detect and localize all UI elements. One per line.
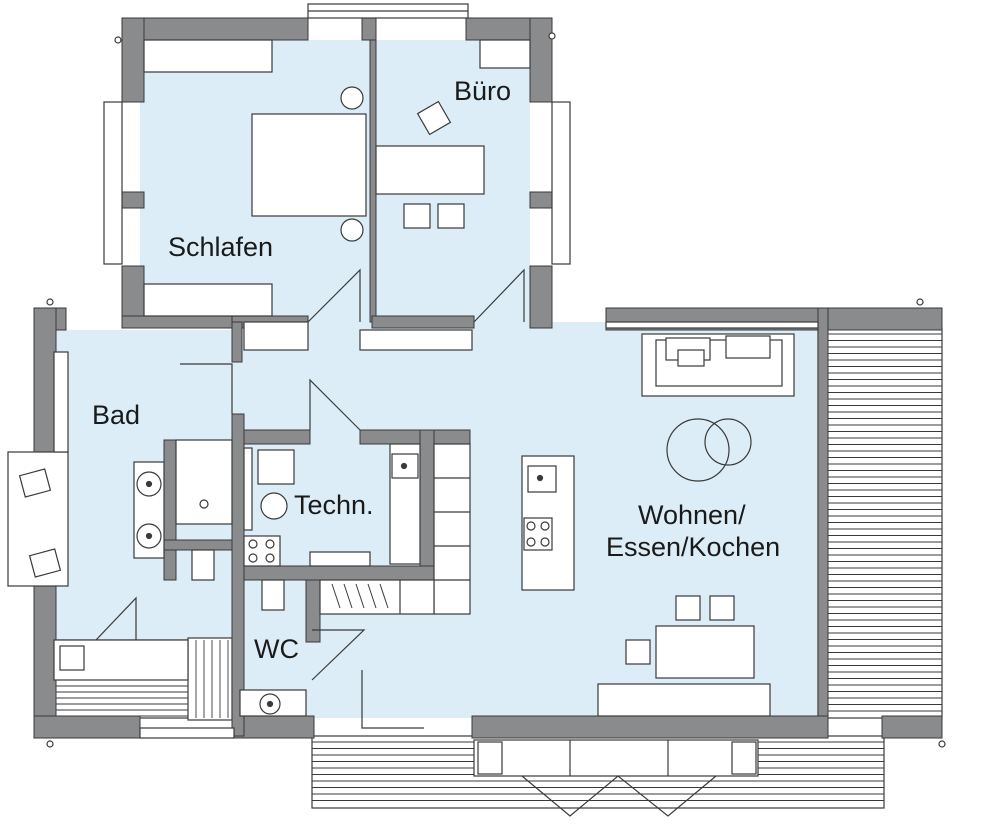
bad-cabinet — [53, 351, 69, 453]
room-labels: Schlafen Büro Bad Techn. WC Wohnen/ Esse… — [92, 76, 780, 664]
bed — [251, 113, 367, 217]
furniture — [18, 39, 795, 775]
pantry — [319, 579, 435, 615]
buero-stool-2 — [437, 203, 465, 229]
coffee-table-2 — [704, 418, 752, 466]
nightstand-bottom — [340, 218, 364, 242]
doors — [95, 268, 717, 817]
sideboard — [597, 683, 771, 717]
label-bad: Bad — [92, 400, 140, 430]
buero-shelf — [479, 39, 531, 69]
dining-table — [655, 625, 755, 679]
nightstand-top — [340, 86, 364, 110]
label-techn: Techn. — [294, 490, 374, 520]
label-wohnen-line1: Wohnen/ — [638, 500, 746, 530]
boiler — [257, 449, 295, 485]
techn-unit — [243, 535, 281, 567]
coffee-table-1 — [666, 418, 730, 482]
label-buero: Büro — [454, 76, 511, 106]
desk — [375, 145, 485, 195]
bad-stool — [59, 645, 85, 671]
wardrobe-top — [143, 39, 273, 73]
label-wc: WC — [254, 634, 299, 664]
kitchen-cabinets — [433, 443, 471, 615]
label-schlafen: Schlafen — [168, 232, 273, 262]
wardrobe-bottom — [143, 283, 273, 317]
shower — [175, 439, 233, 525]
posts — [46, 32, 946, 748]
wc-seat — [261, 579, 285, 611]
bad-toilet — [191, 549, 215, 581]
tank — [260, 492, 288, 520]
terrace-east — [817, 327, 943, 719]
buero-stool-1 — [403, 203, 431, 229]
label-wohnen-line2: Essen/Kochen — [606, 532, 780, 562]
windows — [7, 3, 819, 777]
buero-chair — [416, 100, 452, 136]
stair-block — [187, 637, 233, 721]
